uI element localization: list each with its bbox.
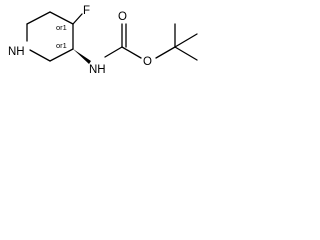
bond-carbonyl-c-ester-o (121, 46, 142, 59)
bond-tert-c-methyl-down (174, 46, 198, 61)
molecule-structure: F NH NH O O or1 or1 (8, 5, 198, 76)
bond-tert-c-methyl-right (174, 33, 198, 48)
ring-nitrogen-label: NH (8, 46, 25, 58)
ring-bond-a (49, 11, 74, 25)
stereo-label-c4: or1 (56, 23, 67, 32)
ester-oxygen-label: O (143, 56, 152, 68)
carbamate-chain (104, 23, 198, 61)
amide-nitrogen-label: NH (89, 64, 106, 76)
bond-n-carbonyl-c (104, 46, 123, 58)
ring-geometry (26, 11, 74, 62)
ring-bond-c (49, 48, 74, 62)
ring-bond-e (26, 11, 51, 25)
bond-c4-f (72, 13, 83, 25)
ring-bond-d (29, 49, 51, 62)
stereo-wedge-c3-n (73, 49, 91, 64)
bond-ester-o-tert-c (155, 46, 176, 59)
carbonyl-oxygen-label: O (118, 11, 127, 23)
fluorine-label: F (83, 5, 90, 17)
stereo-label-c3: or1 (56, 41, 67, 50)
